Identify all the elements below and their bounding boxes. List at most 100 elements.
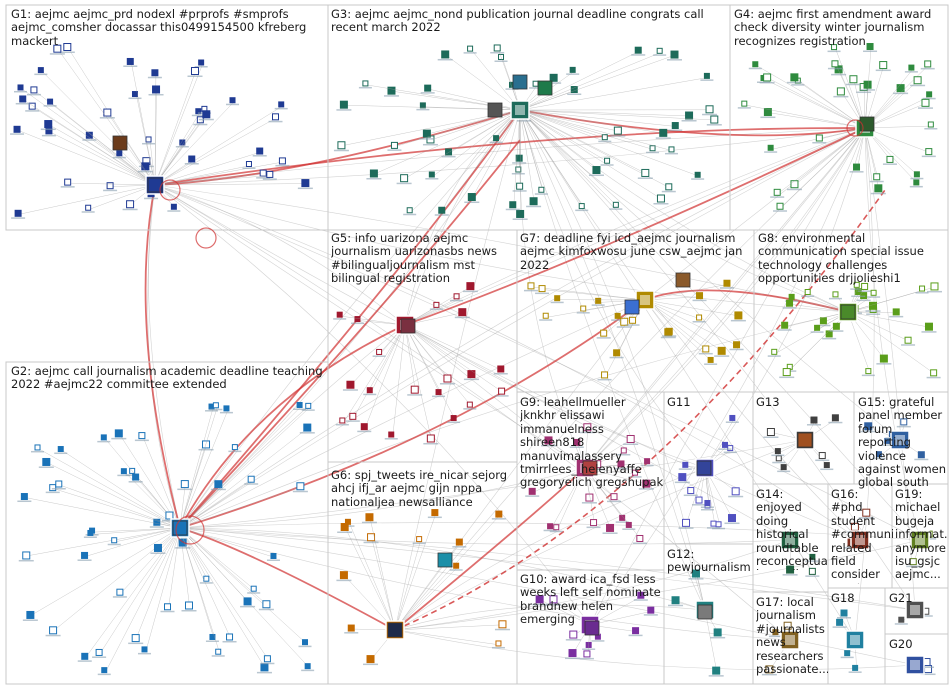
network-node — [568, 649, 577, 658]
network-node — [431, 509, 439, 517]
network-edge — [154, 184, 849, 313]
network-node-caption — [880, 444, 894, 446]
network-node-caption — [226, 103, 240, 106]
network-spoke — [179, 406, 218, 529]
network-node-caption — [363, 663, 379, 666]
network-node-caption — [896, 425, 911, 428]
network-node — [595, 297, 602, 304]
network-node — [869, 301, 878, 310]
network-node — [733, 341, 741, 349]
network-edge — [154, 184, 921, 541]
network-node-caption — [350, 322, 364, 325]
network-node — [19, 95, 27, 103]
network-node-caption — [829, 330, 844, 332]
network-node — [840, 609, 848, 617]
network-node-caption — [856, 91, 872, 94]
network-edge — [519, 109, 849, 313]
network-node-caption — [777, 470, 791, 473]
network-edge — [394, 629, 916, 670]
network-node — [141, 646, 148, 653]
network-image-node — [697, 604, 713, 620]
network-spoke — [179, 409, 229, 529]
network-edge — [864, 127, 916, 611]
network-node-caption — [512, 190, 527, 192]
network-spoke — [154, 101, 235, 186]
network-node-caption — [523, 289, 538, 292]
network-node-caption — [664, 152, 678, 155]
network-node — [433, 301, 440, 308]
network-edge — [179, 527, 791, 545]
network-node — [410, 385, 419, 394]
network-node-caption — [576, 312, 590, 314]
network-node — [647, 606, 655, 614]
network-node — [180, 480, 189, 489]
network-spoke — [154, 114, 208, 186]
group-label-g8: G8: environmental communication special … — [758, 232, 928, 286]
network-node — [873, 173, 881, 181]
network-node-caption — [99, 117, 115, 119]
network-node-caption — [628, 634, 643, 637]
network-node — [339, 100, 348, 109]
network-node-caption — [333, 149, 349, 152]
network-node-caption — [840, 656, 854, 659]
network-node-caption — [617, 453, 631, 456]
network-node-caption — [549, 530, 563, 533]
network-node-caption — [449, 569, 463, 571]
network-spoke — [99, 527, 181, 654]
network-spoke — [21, 88, 156, 186]
network-node — [870, 289, 877, 296]
network-spoke — [519, 109, 674, 152]
network-hub-node-inner — [640, 295, 650, 305]
network-node-caption — [240, 605, 256, 608]
network-node — [81, 551, 89, 559]
network-node-caption — [539, 319, 553, 321]
network-node-caption — [786, 81, 802, 84]
network-node — [263, 655, 271, 663]
network-node — [458, 308, 467, 317]
network-node-caption — [494, 60, 508, 62]
network-node — [926, 91, 933, 98]
network-node-caption — [205, 640, 219, 642]
network-node-caption — [161, 520, 177, 522]
network-node — [214, 480, 223, 489]
group-label-g1: G1: aejmc aejmc_prd nodexl #prprofs #smp… — [11, 8, 310, 48]
network-node-caption — [831, 73, 847, 76]
network-node — [453, 562, 460, 569]
network-node-caption — [336, 579, 352, 582]
network-node — [810, 416, 818, 424]
network-spoke — [704, 609, 717, 672]
network-node-caption — [653, 203, 669, 205]
network-node-caption — [698, 352, 713, 355]
network-node-caption — [293, 408, 307, 410]
network-node-caption — [849, 171, 864, 173]
network-node — [262, 600, 271, 609]
network-spoke — [168, 527, 181, 608]
network-node-caption — [167, 210, 181, 212]
network-node-caption — [827, 67, 842, 70]
network-image-node — [512, 74, 528, 90]
network-node — [898, 616, 905, 623]
network-spoke — [179, 527, 220, 654]
network-image-node — [387, 622, 403, 638]
network-node-caption — [372, 355, 386, 357]
network-node — [131, 634, 140, 643]
network-node — [28, 102, 36, 110]
network-edge-strong — [394, 467, 586, 631]
network-spoke — [519, 109, 521, 188]
network-spoke — [864, 47, 872, 129]
network-spoke — [519, 109, 609, 163]
network-node — [866, 43, 874, 51]
network-node-caption — [575, 209, 589, 212]
network-spoke — [38, 448, 181, 529]
network-node-caption — [706, 124, 722, 126]
network-spoke — [154, 71, 196, 186]
network-node-caption — [837, 617, 852, 619]
network-spoke — [404, 324, 502, 371]
network-node — [632, 627, 640, 635]
network-spoke — [835, 48, 866, 129]
network-node-caption — [591, 304, 605, 306]
network-node — [495, 640, 502, 647]
network-node-caption — [615, 521, 629, 523]
network-node-caption — [609, 356, 624, 359]
network-node — [853, 281, 860, 288]
